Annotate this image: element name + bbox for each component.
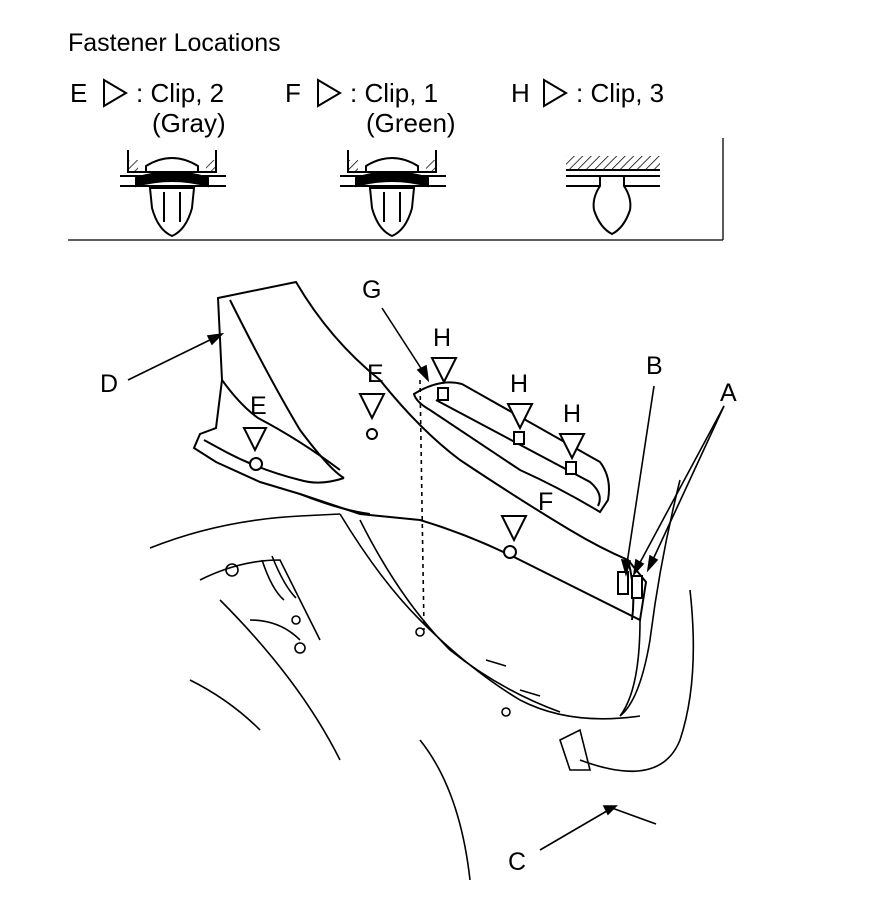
legend-sub-f: (Green) (366, 108, 456, 138)
callout-e-1: E (367, 360, 384, 388)
legend-letter-e: E (70, 78, 88, 108)
legend-frame (68, 138, 723, 240)
callout-f: F (538, 488, 554, 516)
callout-g: G (362, 276, 382, 304)
legend-letter-h: H (511, 78, 530, 108)
h-clip-marker-icon (560, 434, 584, 458)
legend-triangle-e-icon (104, 80, 126, 106)
legend-triangle-h-icon (544, 80, 566, 106)
clip-f-illustration (340, 150, 446, 236)
e-clip-marker-icon (360, 394, 384, 418)
e-clip-marker-icon (244, 428, 266, 450)
callout-b: B (646, 352, 663, 380)
clip-markers (244, 358, 642, 598)
legend-letter-f: F (285, 78, 301, 108)
legend-desc-h: : Clip, 3 (576, 78, 665, 108)
clip-h-illustration (566, 156, 660, 234)
callout-h-3: H (563, 400, 582, 428)
callout-h-2: H (510, 370, 529, 398)
callout-d: D (100, 370, 119, 398)
legend-triangle-f-icon (318, 80, 340, 106)
callout-h-1: H (433, 324, 452, 352)
leader-lines (128, 308, 724, 850)
callout-e-2: E (250, 392, 267, 420)
diagram-title: Fastener Locations (68, 29, 281, 57)
callout-c: C (508, 848, 527, 876)
clip-e-illustration (120, 150, 226, 236)
legend-sub-e: (Gray) (152, 108, 226, 138)
callout-a: A (720, 379, 737, 407)
legend-desc-e: : Clip, 2 (136, 78, 225, 108)
h-clip-marker-icon (432, 358, 456, 382)
trim-panel (194, 282, 646, 620)
f-clip-marker-icon (502, 516, 526, 540)
legend-desc-f: : Clip, 1 (350, 78, 439, 108)
garnish-strip (414, 382, 609, 512)
h-clip-marker-icon (508, 404, 532, 428)
